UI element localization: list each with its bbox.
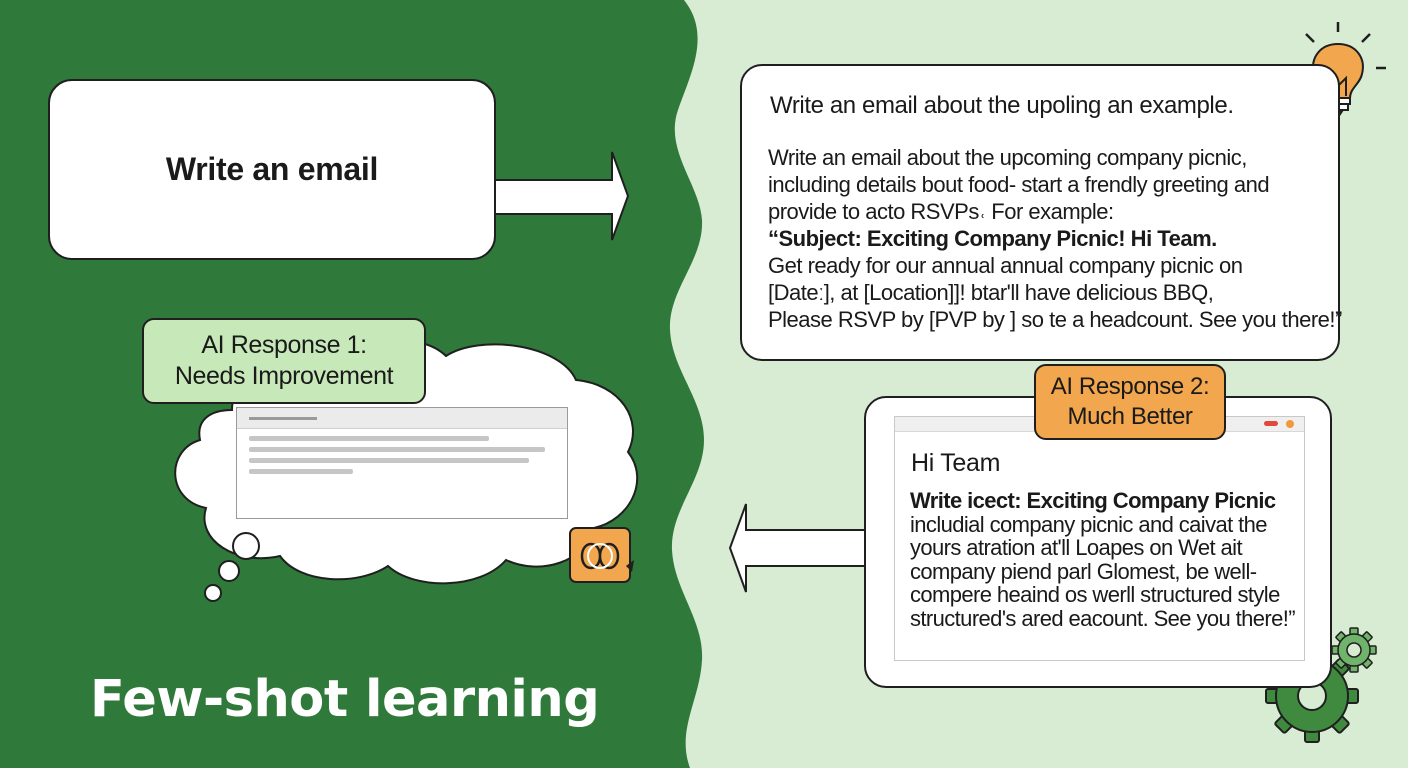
response2-line: structured's ared eacount. See you there… bbox=[910, 605, 1296, 631]
response1-window bbox=[236, 407, 568, 519]
example-line: Write an email about the upcoming compan… bbox=[768, 145, 1247, 170]
response2-line: includial company picnic and caivat the bbox=[910, 511, 1268, 537]
example-line: Please RSVP by [PVP by ] so te a headcou… bbox=[768, 307, 1342, 332]
example-prompt-box: Write an email about the upoling an exam… bbox=[740, 64, 1342, 361]
response2-window: Hi Team Write icect: Exciting Company Pi… bbox=[894, 416, 1305, 661]
thought-bubble-medium bbox=[218, 560, 240, 582]
response1-label: AI Response 1: Needs Improvement bbox=[142, 318, 426, 404]
response1-label-line2: Needs Improvement bbox=[174, 362, 394, 390]
example-subject-line: “Subject: Exciting Company Picnic! Hi Te… bbox=[768, 226, 1217, 251]
response1-label-line1: AI Response 1: bbox=[201, 331, 367, 359]
response2-box: Hi Team Write icect: Exciting Company Pi… bbox=[864, 396, 1332, 688]
response2-line: yours atration at'll Loapes on Wet ait bbox=[910, 535, 1243, 560]
right-arrow bbox=[479, 151, 630, 241]
response2-label: AI Response 2: Much Better bbox=[1034, 364, 1226, 440]
window-titlebar bbox=[237, 408, 567, 429]
minimize-icon bbox=[1286, 420, 1294, 428]
prompt-text: Write an email bbox=[165, 151, 379, 187]
thought-bubble-large bbox=[232, 532, 260, 560]
example-line: Get ready for our annual annual company … bbox=[768, 253, 1243, 278]
text-placeholder-line bbox=[249, 458, 529, 463]
example-body: Write an email about the upcoming compan… bbox=[768, 144, 1342, 333]
text-placeholder-line bbox=[249, 436, 489, 441]
response2-label-line2: Much Better bbox=[1067, 403, 1193, 430]
page-title: Few-shot learning bbox=[90, 670, 600, 729]
response2-subject-line: Write icect: Exciting Company Picnic bbox=[910, 488, 1276, 513]
example-line: [Dateː], at [Location]]! btar'll have de… bbox=[768, 280, 1214, 305]
response2-greeting: Hi Team bbox=[911, 449, 1001, 477]
prompt-box: Write an email bbox=[48, 79, 496, 260]
response2-body: Write icect: Exciting Company Picnic inc… bbox=[910, 488, 1296, 631]
response2-line: company piend parl Glomest, be well- bbox=[910, 558, 1257, 584]
knot-icon bbox=[569, 527, 634, 583]
example-line: including details bout food‐ start a fre… bbox=[768, 172, 1270, 197]
text-placeholder-line bbox=[249, 469, 353, 474]
left-arrow bbox=[728, 503, 881, 593]
thought-bubble-small bbox=[204, 584, 222, 602]
response2-label-line1: AI Response 2: bbox=[1050, 373, 1210, 400]
text-placeholder-line bbox=[249, 447, 545, 452]
response2-line: compere heaind os werll structured style bbox=[910, 582, 1280, 607]
close-icon bbox=[1264, 421, 1278, 426]
example-line: provide to acto RSVPs˓ For example: bbox=[768, 199, 1114, 224]
example-heading: Write an email about the upoling an exam… bbox=[770, 92, 1234, 119]
